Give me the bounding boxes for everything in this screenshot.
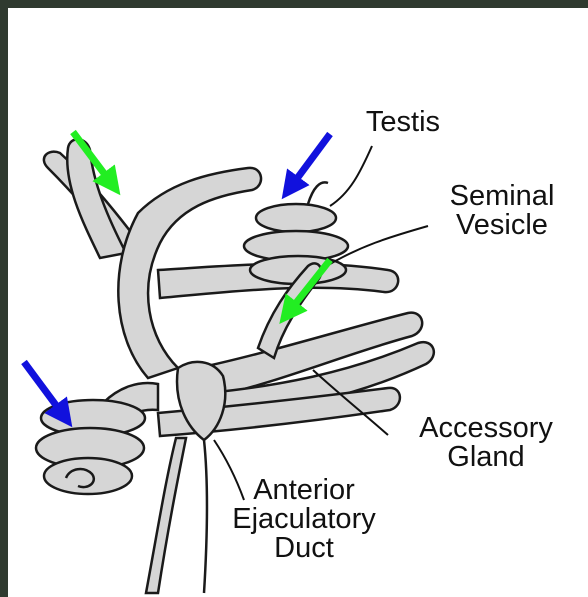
testis-right	[244, 182, 348, 284]
label-seminal-vesicle-line-1: Seminal	[422, 182, 582, 211]
accessory-gland-tubule-left	[67, 139, 126, 258]
blue-arrow-testis-left	[24, 362, 64, 416]
label-accessory-gland-line-2: Gland	[386, 443, 586, 472]
accessory-gland-tubules	[44, 139, 434, 436]
label-testis: Testis	[343, 108, 463, 137]
label-seminal-vesicle: Seminal Vesicle	[422, 182, 582, 240]
label-accessory-gland: Accessory Gland	[386, 414, 586, 472]
label-anterior-ejaculatory-duct-line-3: Duct	[204, 534, 404, 563]
label-anterior-ejaculatory-duct-line-2: Ejaculatory	[204, 505, 404, 534]
blue-arrow-testis-right	[290, 134, 330, 188]
label-accessory-gland-line-1: Accessory	[386, 414, 586, 443]
leader-line-testis	[330, 146, 372, 206]
label-testis-text: Testis	[343, 108, 463, 137]
testis-left	[36, 400, 145, 494]
label-anterior-ejaculatory-duct-line-1: Anterior	[204, 476, 404, 505]
label-anterior-ejaculatory-duct: Anterior Ejaculatory Duct	[204, 476, 404, 563]
label-seminal-vesicle-line-2: Vesicle	[422, 211, 582, 240]
